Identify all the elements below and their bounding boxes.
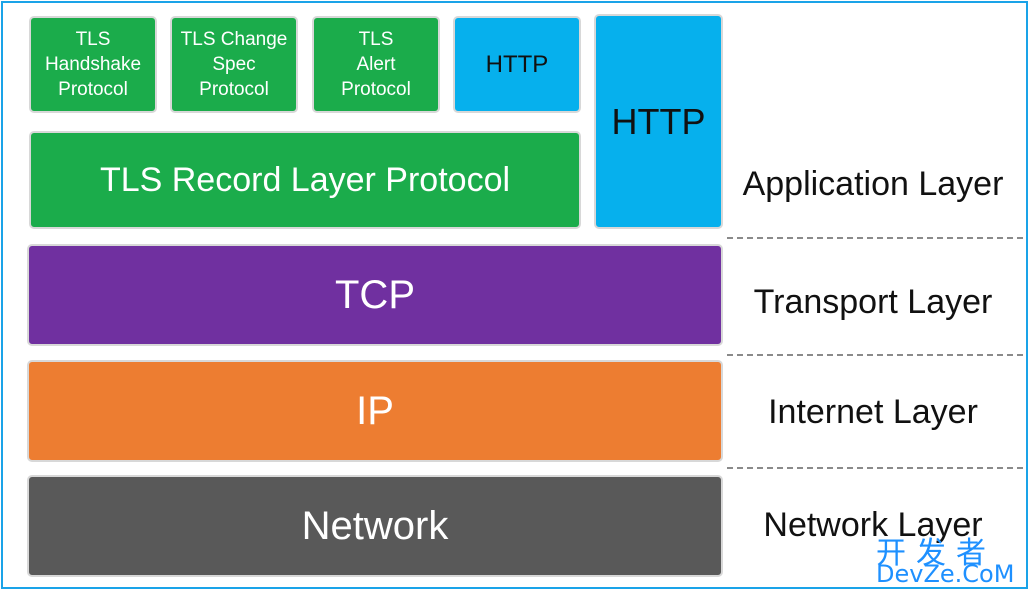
http-large-box: HTTP	[594, 14, 723, 229]
tls-handshake-protocol-box: TLS Handshake Protocol	[29, 16, 157, 113]
network-label: Network	[301, 503, 449, 548]
http-small-label: HTTP	[485, 50, 549, 78]
http-small-box: HTTP	[453, 16, 581, 113]
tcp-label: TCP	[335, 272, 415, 317]
application-layer-label: Application Layer	[742, 165, 1004, 203]
watermark-site: DevZe.CoM	[876, 560, 1015, 588]
tls-alert-protocol-box: TLS Alert Protocol	[312, 16, 440, 113]
tcp-box: TCP	[27, 244, 723, 346]
tls-record-layer-box: TLS Record Layer Protocol	[29, 131, 581, 229]
tls-record-layer-label: TLS Record Layer Protocol	[99, 160, 511, 199]
tls-change-spec-protocol-box: TLS Change Spec Protocol	[170, 16, 298, 113]
layer-divider	[727, 237, 1023, 239]
ip-label: IP	[356, 388, 394, 433]
network-layer-label: Network Layer	[763, 506, 983, 544]
tls-alert-protocol-label: TLS Alert Protocol	[341, 29, 411, 100]
watermark-chinese: 开发者	[876, 536, 996, 571]
ip-box: IP	[27, 360, 723, 462]
layer-divider	[727, 354, 1023, 356]
tls-change-spec-protocol-label: TLS Change Spec Protocol	[180, 29, 288, 100]
network-box: Network	[27, 475, 723, 577]
http-large-label: HTTP	[611, 100, 706, 142]
internet-layer-label: Internet Layer	[768, 393, 978, 431]
layer-divider	[727, 467, 1023, 469]
tls-handshake-protocol-label: TLS Handshake Protocol	[44, 29, 142, 100]
transport-layer-label: Transport Layer	[753, 283, 993, 321]
